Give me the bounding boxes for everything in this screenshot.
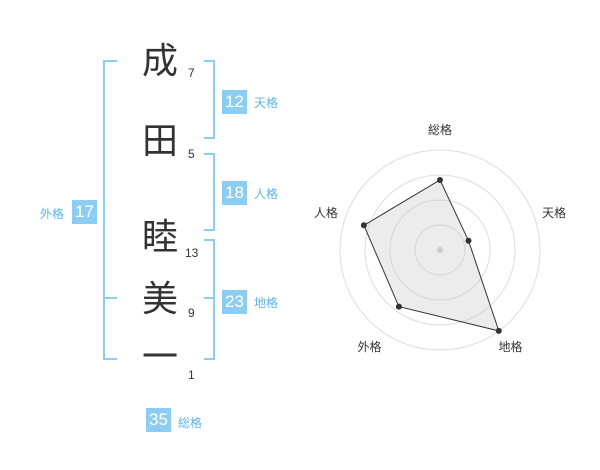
soukaku-value: 35 <box>146 408 171 432</box>
radar-point-3 <box>395 303 402 310</box>
radar-series-area <box>363 179 500 332</box>
tenkaku-bracket <box>204 60 215 139</box>
radar-ring-2 <box>389 199 491 301</box>
stroke-count-3: 13 <box>185 246 199 260</box>
stroke-count-1: 7 <box>188 66 195 80</box>
radar-axis-label-tenkaku: 天格 <box>542 205 567 220</box>
gaikaku-value: 17 <box>72 200 97 224</box>
jinkaku-bracket <box>204 153 215 231</box>
radar-axis-label-jinkaku: 人格 <box>313 205 338 220</box>
jinkaku-label: 人格 <box>254 187 279 201</box>
tenkaku-value: 12 <box>222 90 247 114</box>
radar-axis-label-chikaku: 地格 <box>498 340 523 355</box>
radar-point-0 <box>437 177 443 183</box>
radar-point-1 <box>465 237 472 244</box>
radar-ring-3 <box>364 174 516 326</box>
name-char-2: 田 <box>141 121 178 162</box>
stroke-count-2: 5 <box>188 147 195 161</box>
radar-ring-1 <box>414 224 466 276</box>
radar-point-2 <box>495 327 502 334</box>
radar-point-4 <box>360 222 367 229</box>
chikaku-value: 23 <box>222 290 247 314</box>
radar-axis-label-gaikaku: 外格 <box>357 340 382 355</box>
radar-center-dot <box>437 247 443 253</box>
radar-axis-label-soukaku: 総格 <box>428 123 453 137</box>
stroke-count-4: 9 <box>188 306 195 320</box>
soukaku-label: 総格 <box>178 416 203 430</box>
stroke-count-5: 1 <box>188 368 195 382</box>
gaikaku-bracket <box>103 60 117 360</box>
chikaku-bracket <box>204 239 215 360</box>
name-char-4: 美 <box>141 279 178 320</box>
tenkaku-label: 天格 <box>254 96 279 110</box>
gaikaku-label: 外格 <box>40 207 65 221</box>
name-char-3: 睦 <box>141 217 178 258</box>
jinkaku-value: 18 <box>222 181 247 205</box>
chikaku-label: 地格 <box>254 296 279 310</box>
name-char-5: 一 <box>141 337 178 378</box>
name-char-1: 成 <box>141 41 178 82</box>
